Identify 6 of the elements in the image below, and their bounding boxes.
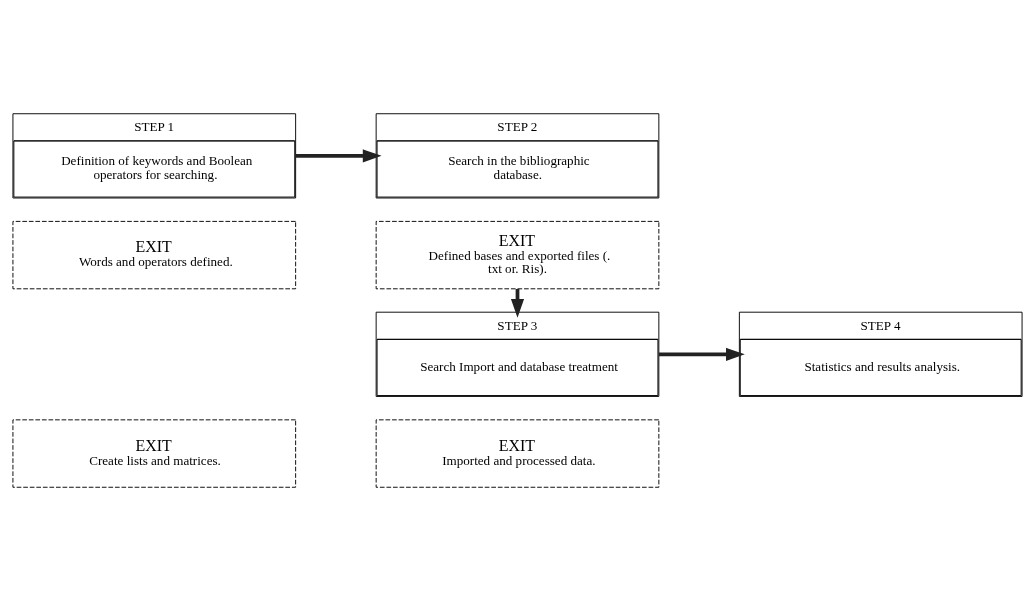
node-box: EXIT Create lists and matrices. (12, 418, 297, 488)
node-box: EXIT Imported and processed data. (375, 418, 660, 488)
node-box: EXIT Words and operators defined. (12, 220, 297, 289)
node-box: EXIT Defined bases and exported files (. txt or. Ris). (375, 220, 660, 289)
arrow (295, 148, 382, 162)
arrow (659, 347, 745, 361)
